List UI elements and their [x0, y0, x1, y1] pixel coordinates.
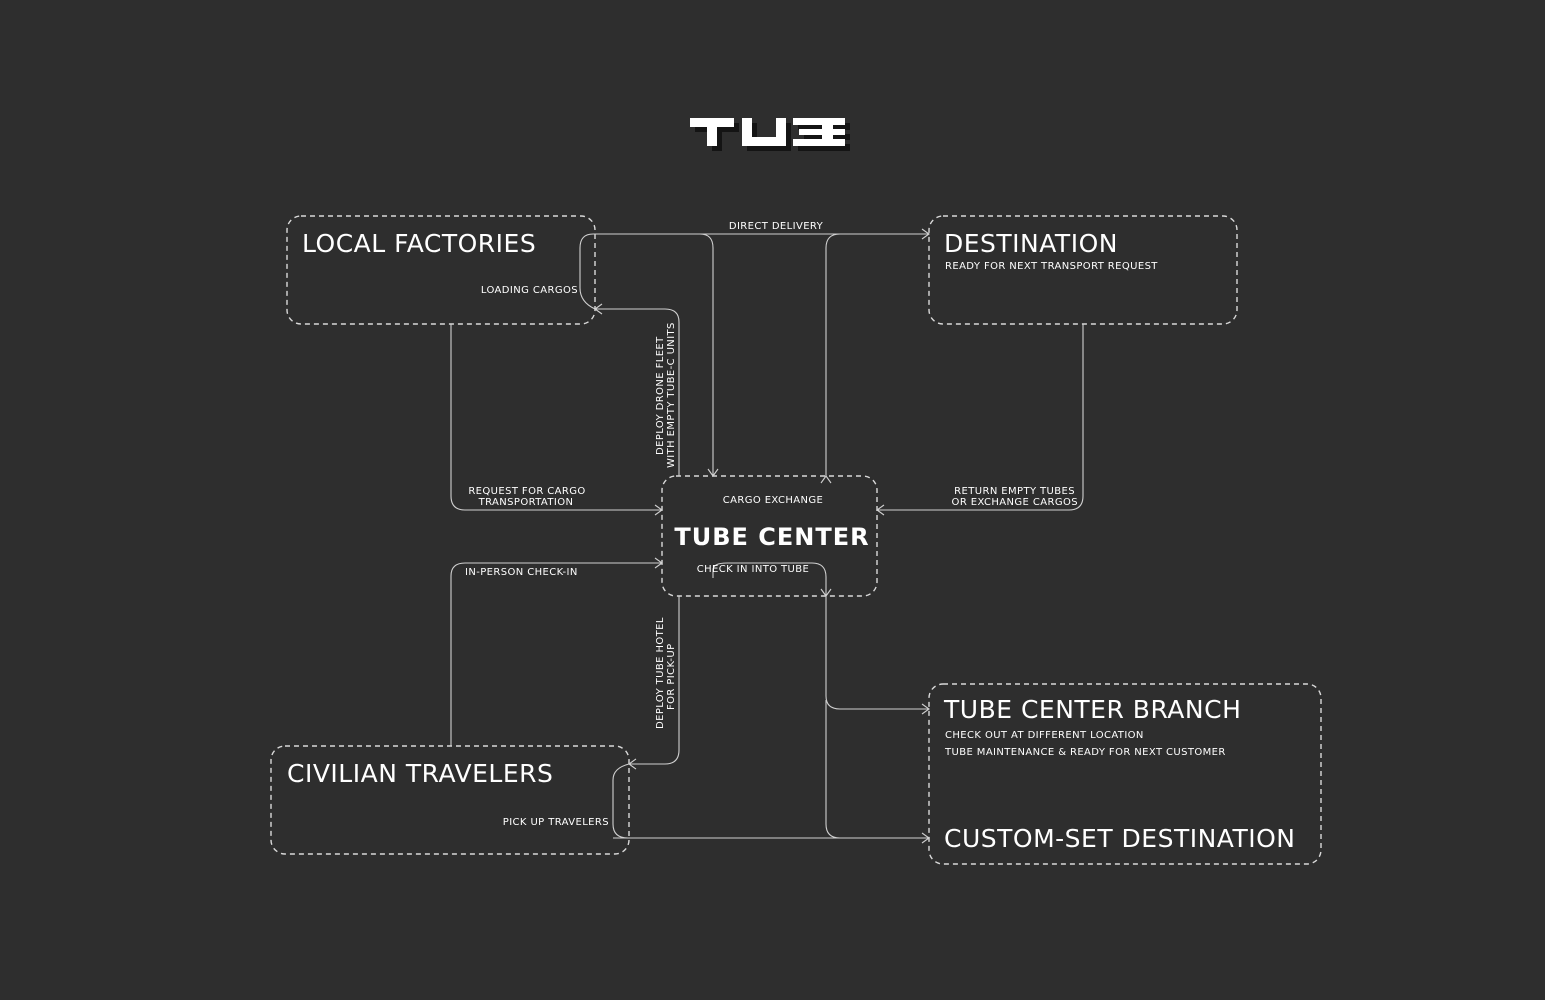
arrow-center-up	[820, 475, 832, 484]
check-in-loop	[712, 562, 827, 596]
arrow-return-empty	[876, 504, 885, 516]
cargo-exchange-label: CARGO EXCHANGE	[723, 495, 824, 506]
direct-delivery-label: DIRECT DELIVERY	[729, 221, 824, 232]
tube-logo	[690, 118, 850, 151]
in-person-line	[450, 562, 662, 746]
connectors	[450, 233, 1084, 839]
branch-note-1: CHECK OUT AT DIFFERENT LOCATION	[945, 730, 1144, 741]
check-in-label: CHECK IN INTO TUBE	[697, 564, 810, 575]
destination-note: READY FOR NEXT TRANSPORT REQUEST	[945, 261, 1158, 272]
arrow-direct-to-center	[707, 468, 719, 477]
return-empty-label-2: OR EXCHANGE CARGOS	[952, 497, 1078, 508]
arrow-deploy-drone	[594, 303, 603, 315]
request-cargo-line	[450, 324, 662, 511]
in-person-label: IN-PERSON CHECK-IN	[465, 567, 578, 578]
tube-center-destination-line	[825, 233, 841, 476]
arrow-to-custom	[921, 832, 930, 844]
arrow-check-in	[820, 588, 832, 597]
tube-center-branch-box	[928, 683, 1322, 865]
arrow-in-person	[654, 557, 663, 569]
civilian-travelers-box	[270, 745, 630, 855]
arrow-deploy-hotel	[628, 758, 637, 770]
branch-note-2: TUBE MAINTENANCE & READY FOR NEXT CUSTOM…	[944, 747, 1226, 758]
loading-cargos-label: LOADING CARGOS	[481, 285, 578, 296]
deploy-drone-label-1: DEPLOY DRONE FLEET	[655, 336, 666, 455]
return-empty-line	[877, 324, 1084, 511]
loading-cargos-loop	[579, 233, 596, 310]
tube-center-branch-line	[825, 596, 929, 710]
return-empty-label-1: RETURN EMPTY TUBES	[954, 486, 1075, 497]
destination-title: DESTINATION	[944, 229, 1118, 258]
civilian-travelers-title: CIVILIAN TRAVELERS	[287, 759, 553, 788]
local-factories-title: LOCAL FACTORIES	[302, 229, 536, 258]
tube-center-box	[661, 475, 878, 597]
tube-center-title: TUBE CENTER	[674, 523, 869, 551]
direct-delivery-branch-line	[699, 233, 714, 476]
tube-center-branch-title: TUBE CENTER BRANCH	[943, 695, 1241, 724]
arrow-request-cargo	[654, 504, 663, 516]
pick-up-label: PICK UP TRAVELERS	[503, 817, 609, 828]
request-cargo-label-1: REQUEST FOR CARGO	[468, 486, 585, 497]
tube-center-custom-line	[825, 700, 929, 839]
arrowheads	[594, 228, 930, 844]
deploy-drone-line	[595, 308, 680, 476]
deploy-hotel-label-1: DEPLOY TUBE HOTEL	[655, 617, 666, 729]
deploy-hotel-line	[629, 596, 680, 765]
pickup-loop	[612, 763, 630, 839]
request-cargo-label-2: TRANSPORTATION	[478, 497, 574, 508]
arrow-to-branch	[921, 703, 930, 715]
deploy-hotel-label-2: FOR PICK-UP	[666, 643, 677, 710]
deploy-drone-label-2: WITH EMPTY TUBE-C UNITS	[666, 322, 677, 468]
custom-destination-title: CUSTOM-SET DESTINATION	[944, 824, 1296, 853]
arrow-to-destination	[921, 228, 930, 240]
local-factories-box	[286, 215, 596, 325]
